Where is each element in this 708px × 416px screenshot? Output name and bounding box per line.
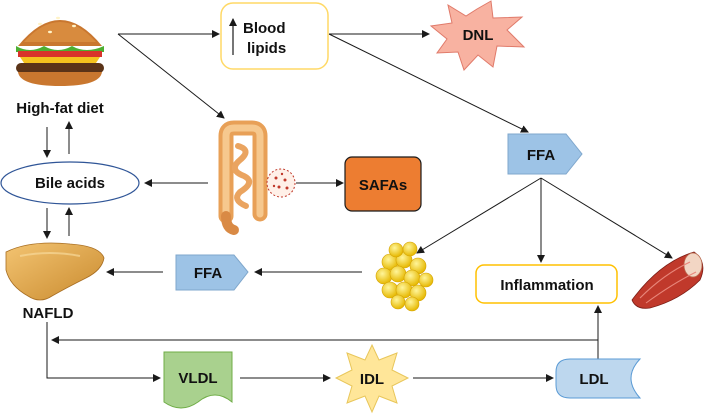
blood-lipids-label-line2: lipids	[247, 40, 286, 57]
safas-node: SAFAs	[344, 156, 422, 212]
dnl-burst-shape	[429, 0, 526, 71]
blood-lipids-node: Blood lipids	[220, 2, 329, 70]
muscle-icon	[631, 251, 704, 309]
inflammation-node: Inflammation	[475, 264, 618, 304]
bile-acids-label: Bile acids	[35, 175, 105, 192]
ldl-label: LDL	[579, 371, 608, 388]
ffa-left-node: FFA	[175, 254, 249, 291]
nafld-label: NAFLD	[23, 305, 74, 322]
arrow-ffa-to-muscle	[540, 177, 673, 259]
ffa-left-label: FFA	[194, 265, 222, 282]
arrow-blood-lipids-to-ffa	[328, 33, 529, 133]
ffa-right-node: FFA	[507, 133, 583, 175]
vldl-node: VLDL	[163, 351, 233, 409]
dnl-label: DNL	[463, 27, 494, 44]
arrow-ffa-to-fat-cells	[416, 177, 542, 254]
ldl-node: LDL	[555, 358, 642, 399]
high-fat-diet-label: High-fat diet	[16, 100, 104, 117]
inflammation-label: Inflammation	[500, 277, 593, 294]
arrows	[43, 30, 673, 382]
fat-cells-icon	[375, 241, 434, 312]
ffa-right-label: FFA	[527, 147, 555, 164]
arrow-diet-to-intestine	[117, 33, 225, 119]
bile-acids-node: Bile acids	[0, 161, 140, 205]
idl-node: IDL	[334, 343, 410, 414]
microbe-icon	[266, 168, 296, 198]
arrow-ldl-to-nafld-and-inflammation	[51, 336, 599, 359]
liver-icon	[5, 242, 105, 301]
safas-label: SAFAs	[359, 177, 407, 194]
intestine-icon	[218, 120, 268, 235]
idl-star-shape	[334, 343, 410, 414]
burger-icon	[16, 16, 104, 86]
dnl-node: DNL	[429, 0, 526, 71]
blood-lipids-label-line1: Blood	[243, 20, 286, 37]
arrow-nafld-to-vldl	[46, 322, 161, 382]
vldl-label: VLDL	[178, 370, 217, 387]
idl-label: IDL	[360, 371, 384, 388]
